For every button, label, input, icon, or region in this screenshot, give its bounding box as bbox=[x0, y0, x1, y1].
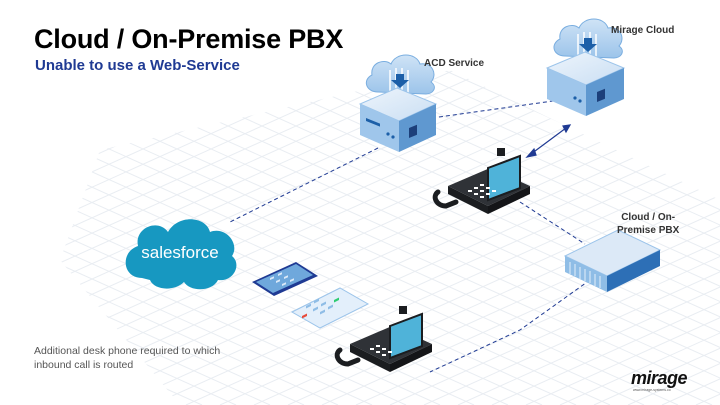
mobile-phone-icon[interactable] bbox=[252, 262, 318, 296]
arrow-mirage-phone bbox=[525, 124, 572, 158]
server-icon bbox=[545, 51, 626, 116]
pbx-label-line2: Premise PBX bbox=[617, 225, 680, 236]
desk-phone-icon[interactable] bbox=[334, 306, 432, 372]
acd-service-label: ACD Service bbox=[424, 58, 485, 69]
salesforce-logo[interactable]: salesforce bbox=[125, 219, 237, 290]
line-acd-to-mirage bbox=[431, 99, 561, 119]
pbx-label-line1: Cloud / On- bbox=[621, 212, 676, 223]
line-phone-to-pbx bbox=[519, 201, 586, 245]
server-icon bbox=[358, 87, 438, 152]
line-pbx-to-deskphone bbox=[429, 279, 591, 373]
mirage-cloud-label: Mirage Cloud bbox=[611, 25, 675, 36]
mirage-logo: mirage www.mirage-systems.co bbox=[631, 368, 688, 392]
page-subtitle: Unable to use a Web-Service bbox=[35, 57, 240, 74]
logo-wordmark: mirage bbox=[631, 368, 688, 388]
desk-phone-icon[interactable] bbox=[432, 148, 530, 214]
page-title: Cloud / On-Premise PBX bbox=[34, 24, 344, 54]
line-acd-to-salesforce bbox=[229, 147, 379, 223]
pbx-label: Cloud / On- Premise PBX bbox=[617, 211, 679, 237]
logo-tagline: www.mirage-systems.co bbox=[633, 388, 671, 392]
web-phone-icon[interactable] bbox=[290, 287, 370, 329]
footnote-line1: Additional desk phone required to which bbox=[34, 345, 221, 357]
connection-lines bbox=[229, 99, 591, 373]
mirage-cloud-node[interactable] bbox=[545, 18, 626, 116]
salesforce-wordmark: salesforce bbox=[141, 243, 218, 262]
pbx-rack-icon[interactable] bbox=[563, 229, 662, 292]
acd-service-node[interactable] bbox=[358, 54, 438, 152]
footnote-line2: inbound call is routed bbox=[34, 359, 134, 371]
footnote: Additional desk phone required to which … bbox=[34, 344, 264, 372]
